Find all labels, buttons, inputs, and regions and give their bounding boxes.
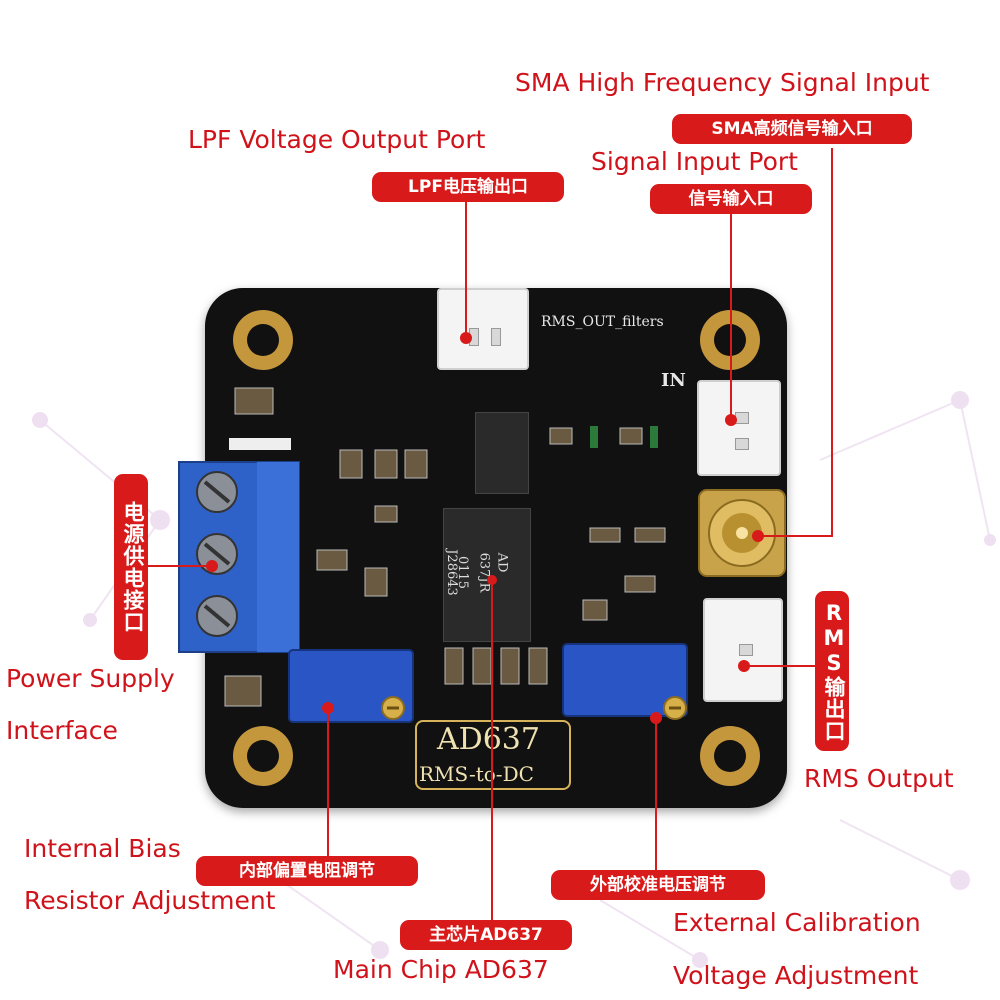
- main-chip-tag-cn: 主芯片AD637: [400, 920, 572, 950]
- internal-bias-trimmer[interactable]: [287, 648, 417, 726]
- chip-marking-2: 637JR: [476, 552, 492, 593]
- signal-input-label-en: Signal Input Port: [591, 147, 798, 176]
- sma-input-label-en: SMA High Frequency Signal Input: [515, 68, 930, 97]
- board-title: AD637: [437, 722, 540, 757]
- bias-tag-cn: 内部偏置电阻调节: [196, 856, 418, 886]
- mounting-holes: [224, 310, 760, 786]
- connector-pin: [735, 412, 749, 424]
- calibration-label-en-1: External Calibration: [673, 908, 921, 937]
- sma-input-tag-cn: SMA高频信号输入口: [672, 114, 912, 144]
- lpf-output-connector[interactable]: [437, 288, 529, 370]
- calibration-label-en-2: Voltage Adjustment: [673, 961, 919, 990]
- signal-input-tag-cn: 信号输入口: [650, 184, 812, 214]
- signal-input-connector[interactable]: [697, 380, 781, 476]
- ad637-board: RMS_OUT_filters IN: [178, 288, 789, 808]
- chip-marking-4: J28643: [443, 549, 459, 596]
- sma-connector[interactable]: [695, 486, 789, 582]
- chip-marking-1: AD: [494, 552, 510, 573]
- power-supply-label-en-1: Power Supply: [6, 664, 175, 693]
- power-supply-label-en-2: Interface: [6, 716, 118, 745]
- board-title-frame: [415, 720, 571, 790]
- rms-output-tag-cn: RMS输出口: [815, 591, 849, 751]
- ad637-main-chip: AD 637JR 0115 J28643: [443, 508, 531, 642]
- connector-pin: [469, 328, 479, 346]
- lpf-output-label-en: LPF Voltage Output Port: [188, 125, 486, 154]
- lpf-output-tag-cn: LPF电压输出口: [372, 172, 564, 202]
- rms-output-connector[interactable]: [703, 598, 783, 702]
- board-subtitle: RMS-to-DC: [419, 762, 534, 786]
- rms-output-label-en: RMS Output: [804, 764, 954, 793]
- connector-pin: [739, 644, 753, 656]
- bias-label-en-2: Resistor Adjustment: [24, 886, 276, 915]
- silk-in-label: IN: [661, 370, 686, 391]
- calibration-tag-cn: 外部校准电压调节: [551, 870, 765, 900]
- power-supply-tag-cn: 电源供电接口: [114, 474, 148, 660]
- main-chip-label-en: Main Chip AD637: [333, 955, 549, 984]
- connector-pin: [491, 328, 501, 346]
- opamp-chip: [475, 412, 529, 494]
- silk-rms-out-label: RMS_OUT_filters: [541, 314, 664, 330]
- connector-pin: [735, 438, 749, 450]
- power-terminal-block[interactable]: [177, 458, 303, 658]
- bias-label-en-1: Internal Bias: [24, 834, 181, 863]
- external-calibration-trimmer[interactable]: [561, 642, 691, 720]
